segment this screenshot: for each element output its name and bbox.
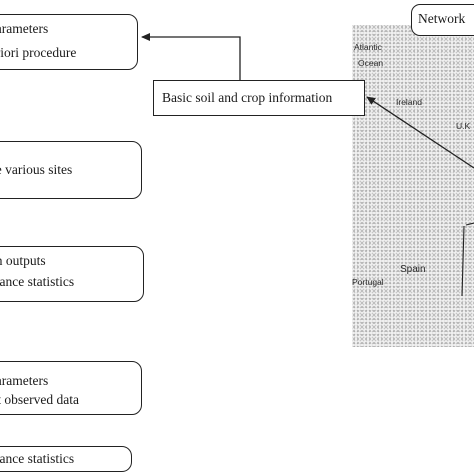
step-box-line: parameters (0, 21, 49, 36)
step-box-fit-observed-data: parameters fit observed data (0, 361, 142, 415)
map-label-ireland: Ireland (396, 97, 422, 107)
map-label-spain: Spain (400, 264, 426, 275)
map-label-ocean: Ocean (358, 58, 384, 68)
step-box-line: fit observed data (0, 392, 79, 407)
network-box: Network (411, 4, 474, 36)
europe-map: Atlantic Ocean Ireland U.K Spain Portuga… (352, 25, 474, 347)
step-box-various-sites: he various sites (0, 141, 142, 199)
map-label-uk: U.K (456, 121, 471, 131)
step-box-line: he various sites (0, 162, 73, 177)
map-label-atlantic: Atlantic (354, 42, 382, 52)
basic-info-box: Basic soil and crop information (153, 80, 365, 116)
step-box-line: mance statistics (0, 451, 75, 466)
network-title: Network (418, 11, 466, 26)
step-box-line: priori procedure (0, 45, 77, 60)
map-edge-line (465, 222, 474, 226)
step-box-parameters-a-priori: parameters priori procedure (0, 14, 138, 70)
map-edge-line (461, 225, 465, 297)
step-box-line: on outputs (0, 253, 46, 268)
basic-info-label: Basic soil and crop information (162, 90, 333, 105)
step-box-line: parameters (0, 373, 49, 388)
arrow-map-to-basic (366, 96, 474, 169)
arrow-basic-to-box1 (141, 33, 241, 80)
map-label-portugal: Portugal (352, 277, 384, 287)
step-box-simulation-outputs: on outputs mance statistics (0, 246, 144, 302)
step-box-performance-statistics: mance statistics (0, 446, 132, 472)
step-box-line: mance statistics (0, 274, 75, 289)
